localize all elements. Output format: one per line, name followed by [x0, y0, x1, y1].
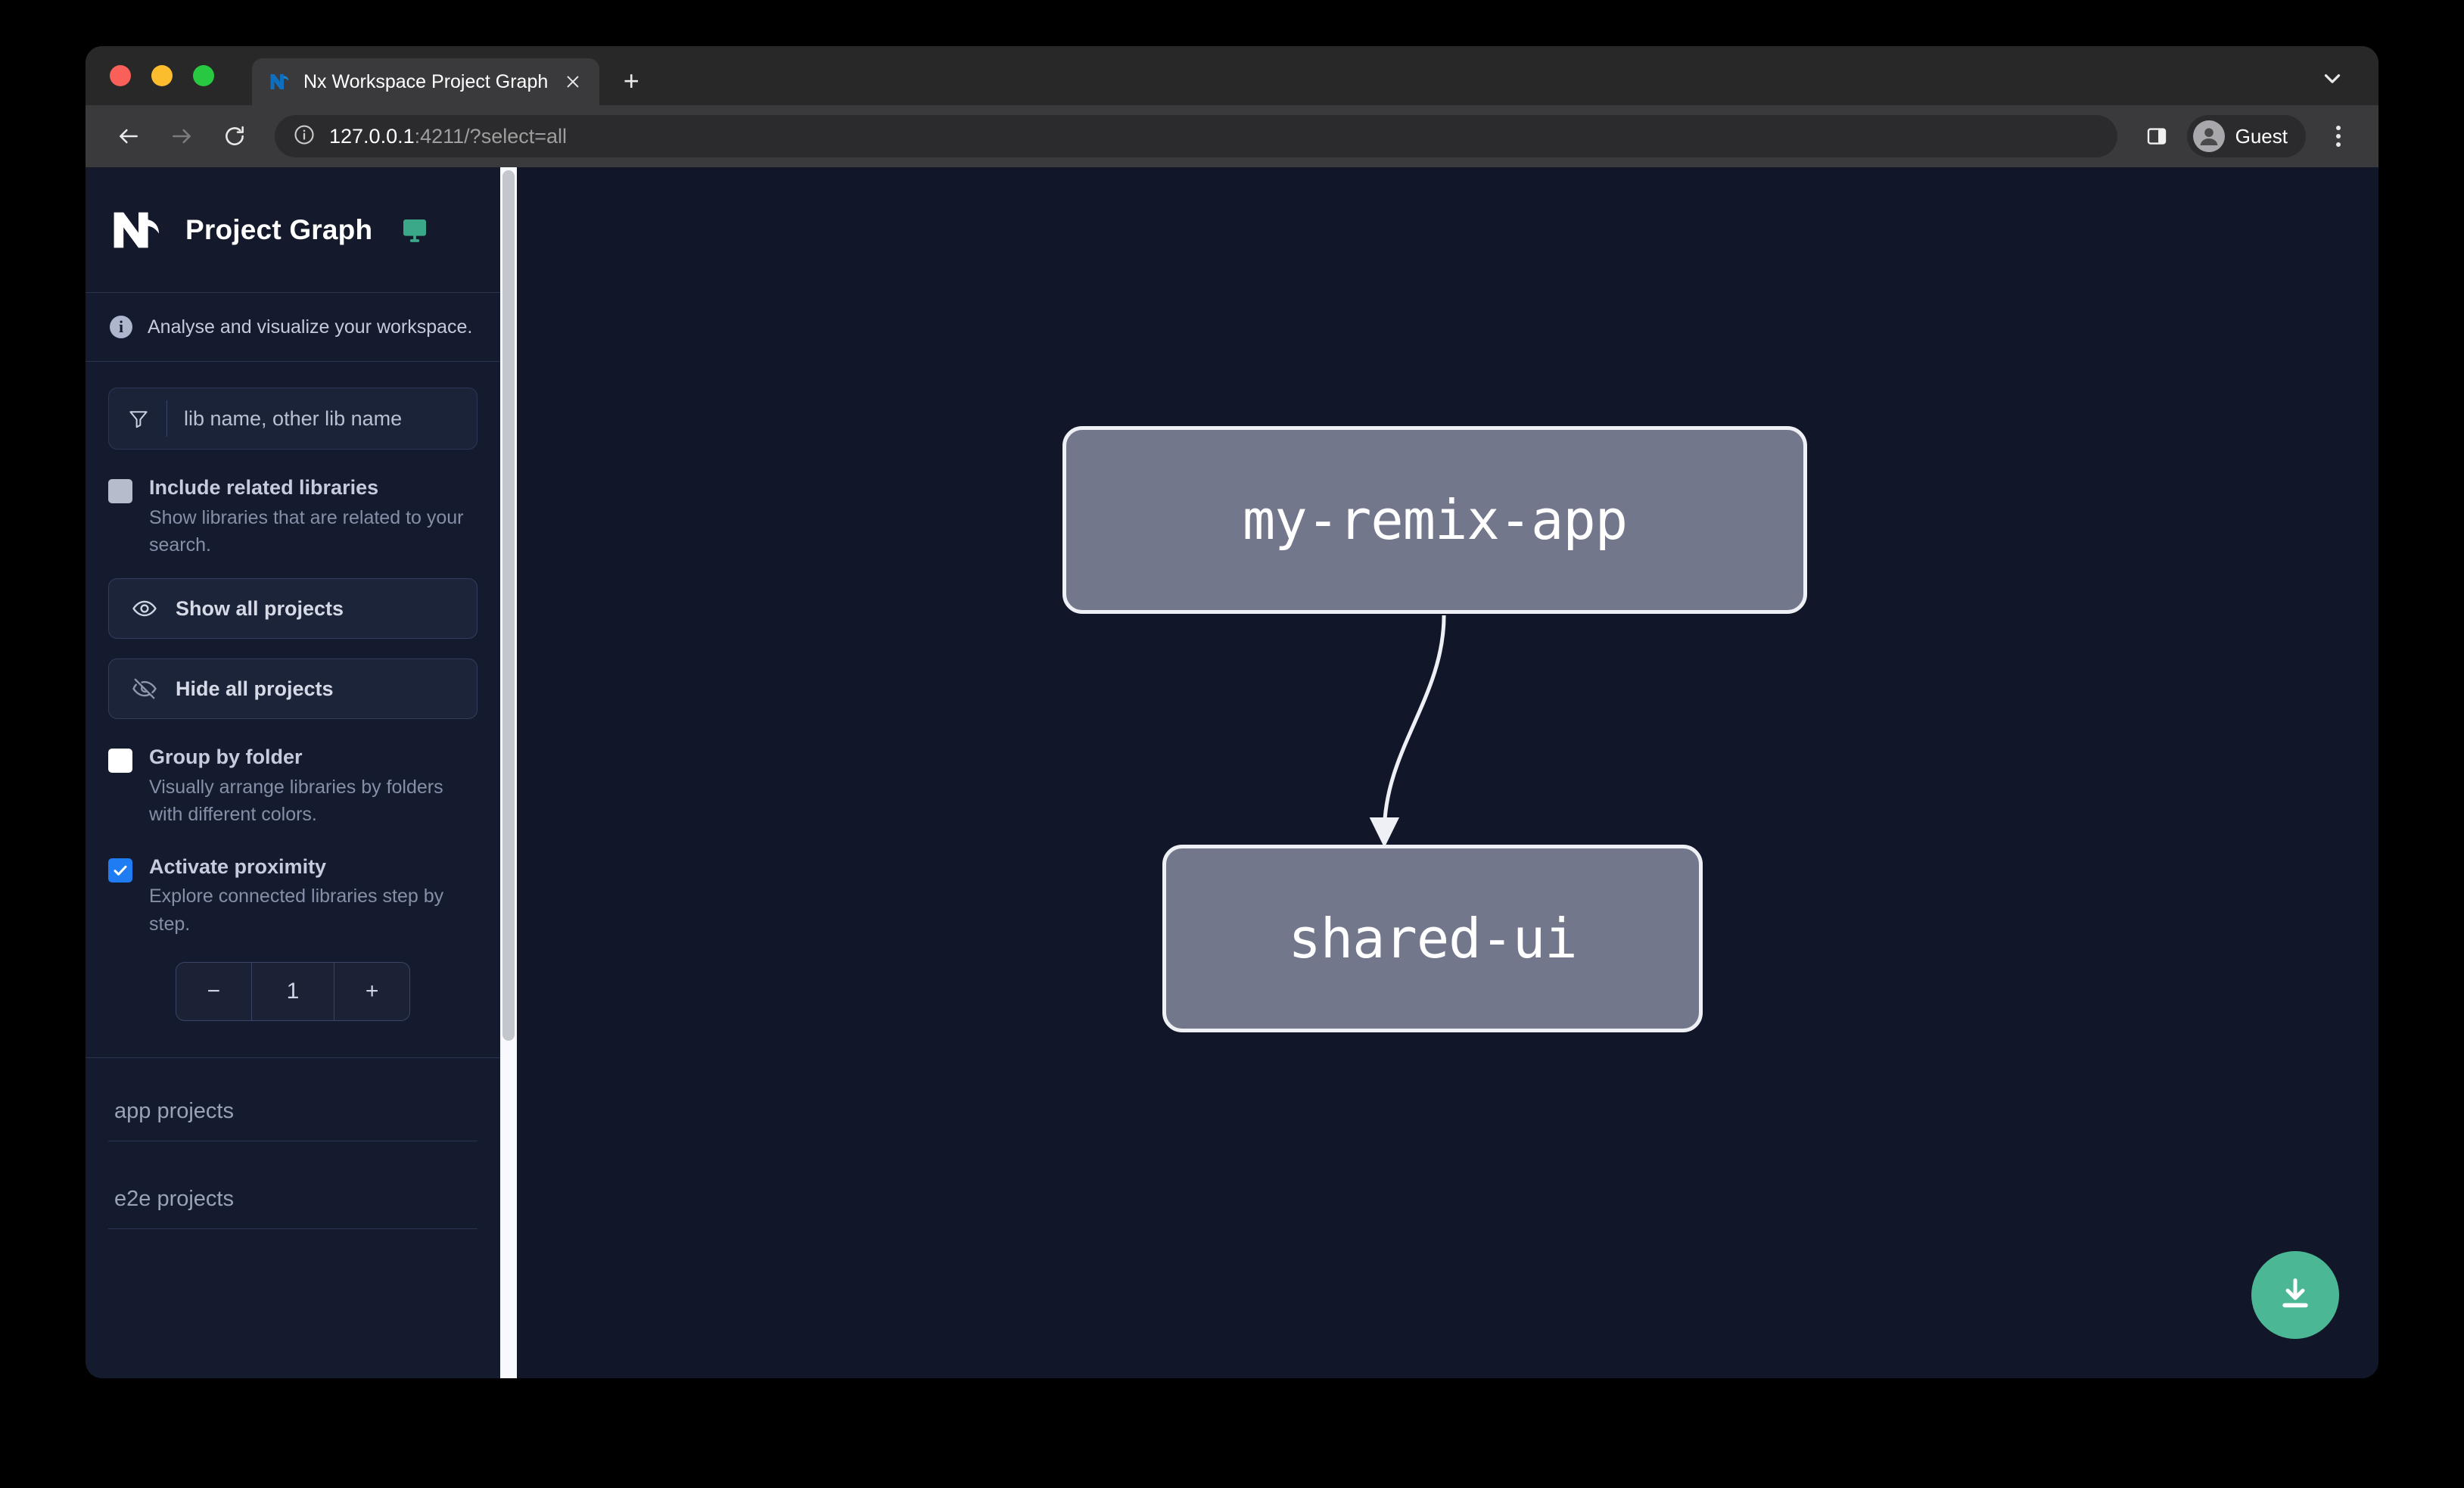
tab-title: Nx Workspace Project Graph: [303, 70, 549, 92]
info-circle-icon[interactable]: [293, 123, 316, 150]
sidebar-project-groups: app projects e2e projects: [86, 1057, 500, 1269]
download-icon: [2276, 1274, 2315, 1317]
info-icon: i: [110, 316, 132, 338]
browser-window: Nx Workspace Project Graph +: [86, 46, 2378, 1378]
show-all-projects-button[interactable]: Show all projects: [108, 578, 478, 640]
app-page: Project Graph i Analyse and visualize yo…: [86, 167, 2378, 1378]
graph-node-my-remix-app[interactable]: my-remix-app: [1062, 426, 1807, 614]
sidebar: Project Graph i Analyse and visualize yo…: [86, 167, 500, 1378]
option-label: Activate proximity: [149, 855, 327, 878]
search-divider: [166, 400, 167, 437]
browser-toolbar: 127.0.0.1:4211/?select=all Guest: [86, 105, 2378, 167]
arrow-left-icon[interactable]: [105, 113, 152, 160]
kebab-menu-icon[interactable]: [2318, 116, 2359, 157]
tab-strip: Nx Workspace Project Graph +: [86, 46, 2378, 105]
graph-canvas[interactable]: my-remix-app shared-ui: [500, 167, 2378, 1378]
proximity-decrement-button[interactable]: −: [207, 978, 221, 1004]
proximity-stepper: − 1 +: [176, 961, 410, 1021]
show-all-projects-label: Show all projects: [176, 596, 344, 620]
funnel-icon: [127, 407, 150, 430]
checkbox-activate-proximity[interactable]: [108, 858, 132, 883]
option-description: Show libraries that are related to your …: [149, 506, 464, 556]
close-icon[interactable]: [560, 69, 586, 95]
close-window-button[interactable]: [110, 65, 131, 86]
graph-node-label: my-remix-app: [1242, 488, 1628, 552]
sidebar-scrollbar[interactable]: [500, 167, 517, 1378]
nx-logo-icon: [269, 70, 291, 93]
eye-icon: [132, 596, 157, 621]
profile-name: Guest: [2235, 124, 2288, 148]
option-label: Include related libraries: [149, 476, 379, 499]
group-heading-app-projects[interactable]: app projects: [108, 1093, 478, 1141]
checkbox-group-by-folder[interactable]: [108, 749, 132, 774]
url-path: :4211/?select=all: [414, 124, 568, 148]
sidebar-info-row: i Analyse and visualize your workspace.: [86, 292, 500, 362]
sidebar-controls: Include related libraries Show libraries…: [86, 362, 500, 1021]
sidebar-scrollbar-thumb[interactable]: [502, 170, 515, 1041]
search-box[interactable]: [108, 388, 478, 450]
reload-icon[interactable]: [211, 113, 258, 160]
search-input[interactable]: [184, 406, 459, 431]
address-bar[interactable]: 127.0.0.1:4211/?select=all: [275, 115, 2117, 157]
eye-off-icon: [132, 676, 157, 702]
sidebar-header: Project Graph: [86, 167, 500, 292]
option-label: Group by folder: [149, 746, 303, 769]
maximize-window-button[interactable]: [193, 65, 214, 86]
user-avatar-icon: [2192, 120, 2225, 152]
toolbar-actions: Guest: [2136, 115, 2359, 157]
option-group-by-folder[interactable]: Group by folder Visually arrange librari…: [108, 745, 478, 828]
option-activate-proximity[interactable]: Activate proximity Explore connected lib…: [108, 855, 478, 938]
arrow-right-icon[interactable]: [158, 113, 205, 160]
sidebar-info-text: Analyse and visualize your workspace.: [148, 316, 473, 338]
checkbox-include-related-libraries[interactable]: [108, 479, 132, 503]
profile-button[interactable]: Guest: [2186, 115, 2306, 157]
side-panel-icon[interactable]: [2136, 115, 2178, 157]
hide-all-projects-label: Hide all projects: [176, 677, 334, 700]
monitor-icon[interactable]: [400, 215, 430, 245]
new-tab-button[interactable]: +: [623, 65, 639, 96]
proximity-increment-button[interactable]: +: [365, 978, 379, 1004]
download-graph-button[interactable]: [2251, 1251, 2339, 1339]
graph-edges: [1369, 615, 1446, 848]
option-description: Visually arrange libraries by folders wi…: [149, 777, 443, 826]
minimize-window-button[interactable]: [151, 65, 173, 86]
page-title: Project Graph: [185, 213, 373, 245]
option-description: Explore connected libraries step by step…: [149, 886, 444, 935]
proximity-value: 1: [250, 962, 335, 1020]
option-include-related-libraries[interactable]: Include related libraries Show libraries…: [108, 475, 478, 559]
nx-logo-icon: [111, 209, 166, 251]
graph-node-label: shared-ui: [1288, 907, 1577, 970]
url-host: 127.0.0.1: [329, 124, 415, 148]
graph-node-shared-ui[interactable]: shared-ui: [1162, 845, 1703, 1032]
hide-all-projects-button[interactable]: Hide all projects: [108, 658, 478, 720]
group-heading-e2e-projects[interactable]: e2e projects: [108, 1181, 478, 1229]
chevron-down-icon[interactable]: [2315, 61, 2350, 96]
window-traffic-lights: [110, 46, 214, 105]
browser-tab[interactable]: Nx Workspace Project Graph: [252, 58, 600, 105]
